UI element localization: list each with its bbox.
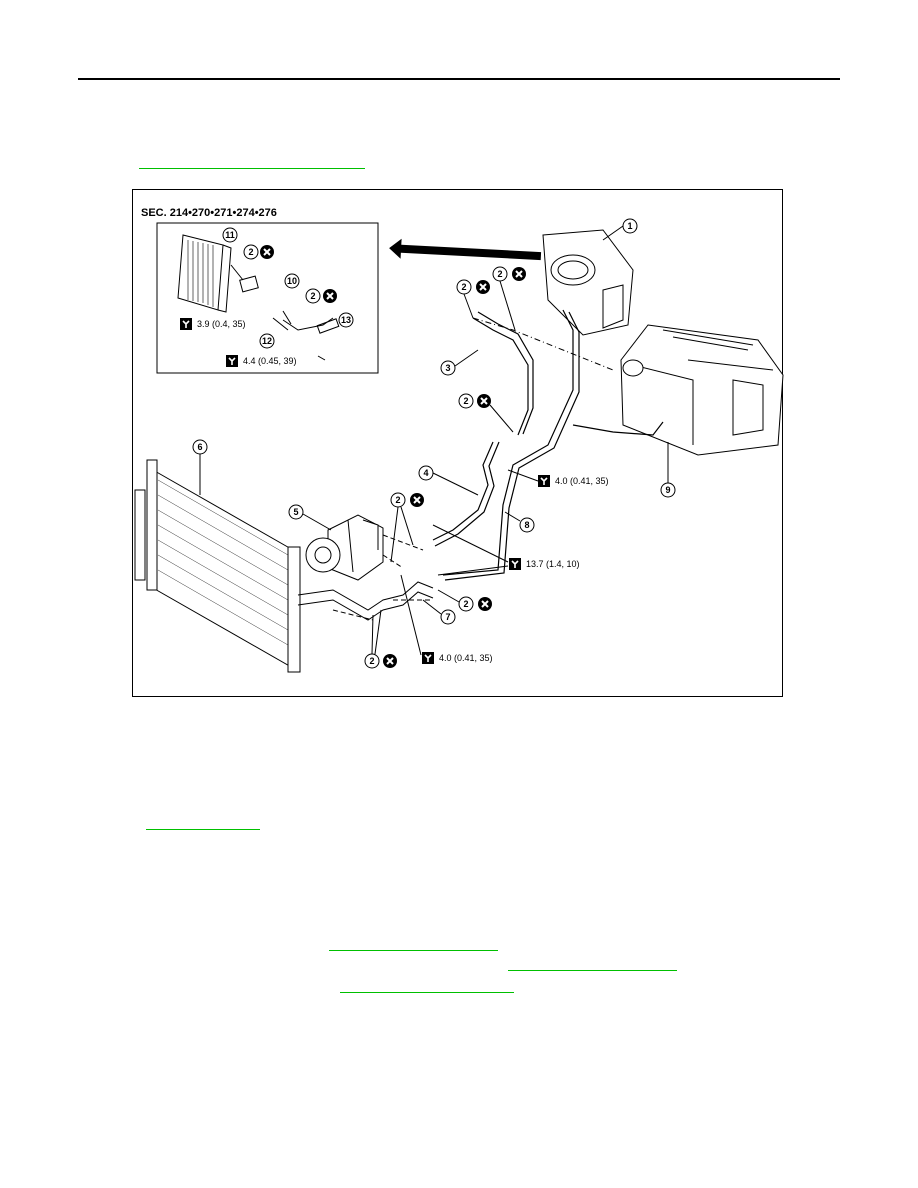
section-code: SEC. 214•270•271•274•276 — [141, 207, 277, 219]
torque-wrench-icon — [421, 651, 435, 665]
svg-text:2: 2 — [497, 269, 502, 279]
callout-1: 1 — [622, 218, 638, 234]
do-not-reuse-icon — [477, 596, 493, 612]
reference-link-1[interactable] — [139, 168, 365, 169]
inset-bolt — [282, 310, 292, 325]
callout-12: 12 — [259, 333, 275, 349]
heater-unit — [542, 229, 634, 336]
svg-text:5: 5 — [293, 507, 298, 517]
svg-text:9: 9 — [665, 485, 670, 495]
torque-wrench-icon — [537, 474, 551, 488]
do-not-reuse-icon — [476, 393, 492, 409]
torque-wrench-icon — [225, 354, 239, 368]
discharge-hose — [432, 441, 500, 547]
torque-pipe-lower: 4.0 (0.41, 35) — [439, 653, 493, 663]
svg-text:2: 2 — [395, 495, 400, 505]
callout-8: 8 — [519, 517, 535, 533]
callout-5: 5 — [288, 504, 304, 520]
evaporator-pipe — [272, 317, 340, 334]
callout-3: 3 — [440, 360, 456, 376]
reference-link-2[interactable] — [146, 829, 260, 830]
torque-pipe-upper: 4.0 (0.41, 35) — [555, 476, 609, 486]
do-not-reuse-icon — [511, 266, 527, 282]
inset-panel — [156, 222, 379, 374]
callout-9: 9 — [660, 482, 676, 498]
low-pressure-pipe — [472, 311, 534, 436]
svg-text:3: 3 — [445, 363, 450, 373]
do-not-reuse-icon — [259, 244, 275, 260]
svg-text:11: 11 — [225, 230, 235, 240]
svg-text:2: 2 — [461, 282, 466, 292]
header-rule — [78, 78, 840, 80]
svg-text:2: 2 — [369, 656, 374, 666]
callout-2-pipe-a: 2 — [456, 279, 472, 295]
direction-arrow — [389, 238, 542, 261]
callout-2-inset-b: 2 — [305, 288, 321, 304]
svg-text:12: 12 — [262, 336, 272, 346]
torque-inset-bolt: 3.9 (0.4, 35) — [197, 319, 246, 329]
hvac-unit — [620, 324, 784, 456]
svg-text:8: 8 — [524, 520, 529, 530]
svg-text:2: 2 — [463, 396, 468, 406]
liquid-tube — [297, 581, 434, 621]
callout-2-pipe-b: 2 — [492, 266, 508, 282]
callout-4: 4 — [418, 465, 434, 481]
torque-wrench-icon — [508, 557, 522, 571]
callout-2-comp-a: 2 — [390, 492, 406, 508]
svg-text:6: 6 — [197, 442, 202, 452]
svg-text:2: 2 — [310, 291, 315, 301]
exploded-view-figure: SEC. 214•270•271•274•276 11 2 10 2 13 — [132, 189, 784, 697]
callout-2-lower-b: 2 — [364, 653, 380, 669]
callout-6: 6 — [192, 439, 208, 455]
callout-13: 13 — [338, 312, 354, 328]
do-not-reuse-icon — [409, 492, 425, 508]
torque-compressor-bolt: 13.7 (1.4, 10) — [526, 559, 580, 569]
expansion-valve — [230, 264, 259, 293]
svg-text:2: 2 — [463, 599, 468, 609]
callout-2-pipe-c: 2 — [458, 393, 474, 409]
svg-text:13: 13 — [341, 315, 351, 325]
callout-7: 7 — [440, 609, 456, 625]
do-not-reuse-icon — [382, 653, 398, 669]
torque-inset-screw: 4.4 (0.45, 39) — [243, 356, 297, 366]
torque-wrench-icon — [179, 317, 193, 331]
reference-link-3[interactable] — [329, 950, 498, 951]
svg-text:2: 2 — [248, 247, 253, 257]
callout-2-inset-a: 2 — [243, 244, 259, 260]
reference-link-4[interactable] — [508, 970, 677, 971]
callout-10: 10 — [284, 273, 300, 289]
do-not-reuse-icon — [475, 279, 491, 295]
condenser — [134, 459, 301, 673]
inset-screw — [317, 355, 326, 361]
component-diagram: SEC. 214•270•271•274•276 11 2 10 2 13 — [134, 207, 784, 673]
callout-11: 11 — [222, 227, 238, 243]
svg-text:10: 10 — [287, 276, 297, 286]
callout-2-lower-a: 2 — [458, 596, 474, 612]
evaporator — [177, 234, 232, 313]
svg-text:7: 7 — [445, 612, 450, 622]
svg-text:4: 4 — [423, 468, 428, 478]
svg-text:1: 1 — [627, 221, 632, 231]
compressor — [305, 514, 384, 581]
high-pressure-pipe — [442, 309, 664, 581]
do-not-reuse-icon — [322, 288, 338, 304]
reference-link-5[interactable] — [340, 992, 514, 993]
